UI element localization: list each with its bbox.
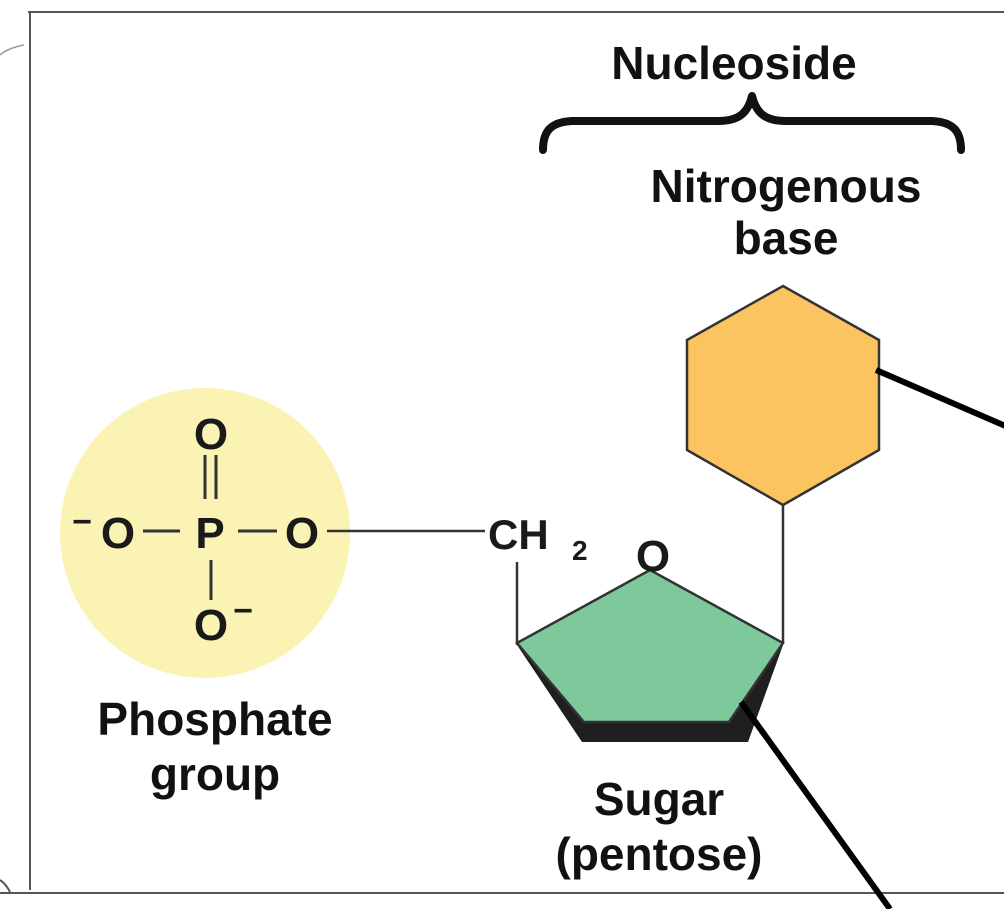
left-oxygen: O [101,509,135,558]
base-pointer-line [874,367,1004,429]
phosphate-group-circle [60,388,350,678]
sugar-label-line1: Sugar [594,773,724,825]
ch2-label: CH [488,511,549,558]
nitrogenous-base-label-line1: Nitrogenous [651,160,922,212]
frame-left-mark [0,44,25,56]
ring-oxygen: O [636,532,670,581]
ch2-subscript: 2 [572,535,588,566]
phosphate-group-label-line2: group [150,748,280,800]
right-oxygen: O [285,509,319,558]
bottom-oxygen: O [194,601,228,650]
top-oxygen: O [194,410,228,459]
sugar-pentagon [515,568,785,724]
sugar-label-line2: (pentose) [556,828,763,880]
left-charge: − [72,503,92,541]
phosphorus: P [195,509,224,558]
nucleoside-brace [539,92,965,154]
frame-corner-mark [0,879,11,893]
nitrogenous-base-label-line2: base [734,212,839,264]
bottom-charge: − [233,592,253,630]
nucleoside-label: Nucleoside [611,37,856,89]
nitrogenous-base-hexagon [685,284,881,507]
sugar-pointer-line [738,700,893,909]
phosphate-group-label-line1: Phosphate [97,693,332,745]
